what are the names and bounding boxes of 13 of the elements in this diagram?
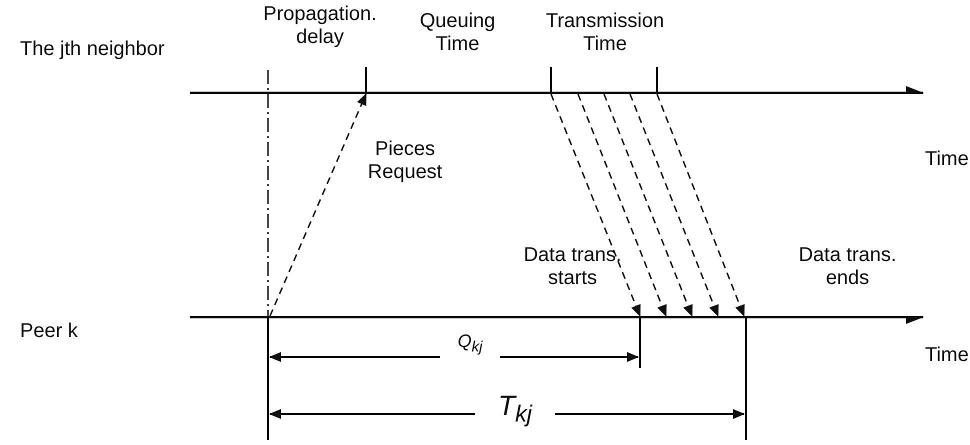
annotation-text: Queuing Time: [418, 10, 496, 56]
arrow: [577, 94, 667, 317]
arrow: [603, 94, 693, 317]
annotation-text: Transmission Time: [544, 10, 666, 56]
arrow: [656, 94, 745, 317]
arrow: [629, 94, 719, 317]
timeline-label: The jth neighbor: [20, 38, 165, 61]
annotation-text: Data trans. ends: [798, 244, 898, 290]
annotation-text: Data trans. starts: [522, 244, 622, 290]
arrow: [269, 93, 367, 316]
timeline-label: Peer k: [20, 320, 78, 343]
annotation-text: Propagation. delay: [262, 3, 378, 49]
arrow: [550, 94, 641, 317]
